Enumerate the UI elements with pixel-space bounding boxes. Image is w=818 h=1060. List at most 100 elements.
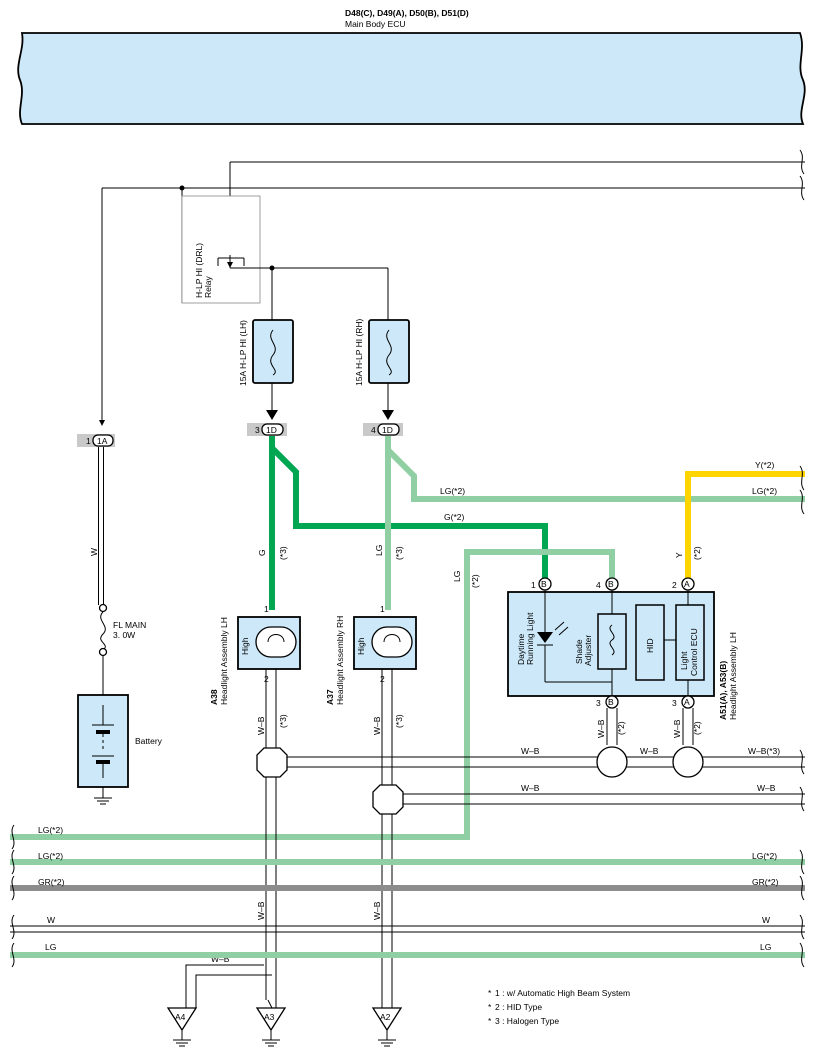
svg-text:Adjuster: Adjuster [583, 635, 593, 666]
svg-text:1D: 1D [382, 425, 393, 435]
connector-1d-rh: 4 1D [363, 423, 403, 436]
svg-text:W: W [762, 915, 770, 925]
g2-wire-label: G(*2) [444, 512, 464, 522]
drl-relay: H-LP HI (DRL) Relay [181, 195, 389, 320]
fuse-lh: 15A H-LP HI (LH) [238, 319, 294, 420]
headlight-rh: 1 High A37 Headlight Assembly RH 2 [325, 604, 417, 705]
connector-1a: 1 1A [77, 434, 115, 447]
svg-text:A: A [684, 579, 690, 589]
y2-right-label: Y(*2) [755, 460, 775, 470]
svg-text:B: B [608, 579, 614, 589]
svg-text:W: W [47, 915, 55, 925]
svg-text:A: A [684, 697, 690, 707]
a38-code: A38 [209, 689, 219, 705]
svg-text:W–B: W–B [521, 746, 540, 756]
svg-text:GR(*2): GR(*2) [752, 877, 779, 887]
svg-text:W–B(*3): W–B(*3) [748, 746, 780, 756]
svg-text:LG: LG [760, 942, 771, 952]
svg-text:LG(*2): LG(*2) [752, 851, 777, 861]
svg-text:(*3): (*3) [278, 546, 288, 560]
svg-text:LG: LG [45, 942, 56, 952]
fl-main-rating: 3. 0W [113, 630, 135, 640]
svg-text:High: High [356, 637, 366, 655]
svg-text:W–B: W–B [372, 901, 382, 920]
svg-text:W–B: W–B [596, 719, 606, 738]
svg-text:3 : Halogen Type: 3 : Halogen Type [495, 1016, 559, 1026]
svg-text:B: B [608, 697, 614, 707]
svg-text:(*3): (*3) [278, 714, 288, 728]
svg-text:1 : w/ Automatic High Beam Sys: 1 : w/ Automatic High Beam System [495, 988, 630, 998]
svg-text:*: * [488, 1002, 492, 1012]
main-body-ecu-box [17, 32, 806, 125]
svg-text:(*2): (*2) [470, 574, 480, 588]
svg-text:Y: Y [674, 552, 684, 558]
svg-text:W–B: W–B [211, 954, 230, 964]
notes: * 1 : w/ Automatic High Beam System * 2 … [488, 988, 630, 1026]
svg-text:A4: A4 [175, 1012, 186, 1022]
svg-text:W–B: W–B [640, 746, 659, 756]
svg-text:3: 3 [255, 425, 260, 435]
ground-a4: A4 [166, 1007, 198, 1047]
svg-text:2 : HID Type: 2 : HID Type [495, 1002, 542, 1012]
svg-text:Daytime: Daytime [516, 634, 526, 665]
headlight-lh: 1 High A38 Headlight Assembly LH 2 [209, 604, 301, 705]
svg-text:W–B: W–B [372, 716, 382, 735]
ecu-connectors-label: D48(C), D49(A), D50(B), D51(D) [345, 8, 469, 18]
svg-text:W–B: W–B [256, 901, 266, 920]
splice-points [256, 746, 704, 815]
y-wire: Y(*2) Y (*2) [674, 460, 805, 578]
fl-main-label: FL MAIN [113, 620, 146, 630]
svg-text:*: * [488, 988, 492, 998]
svg-text:2: 2 [672, 580, 677, 590]
headlight-hid-assembly: 1 B 4 B 2 A Daytime Running Light Shade … [507, 577, 738, 720]
battery-circuit: W FL MAIN 3. 0W Battery [77, 447, 163, 805]
svg-text:GR(*2): GR(*2) [38, 877, 65, 887]
ground-a3: A3 [255, 1007, 287, 1047]
fuse-rh-label: 15A H-LP HI (RH) [354, 318, 364, 386]
svg-text:(*3): (*3) [394, 546, 404, 560]
connector-1d-lh: 3 1D [247, 423, 287, 436]
svg-text:A3: A3 [264, 1012, 275, 1022]
svg-text:*: * [488, 1016, 492, 1026]
g-wire-label: G [257, 549, 267, 556]
svg-text:LG(*2): LG(*2) [38, 825, 63, 835]
svg-text:W–B: W–B [672, 719, 682, 738]
bottom-buses [10, 749, 805, 968]
ground-a2: A2 [371, 1007, 403, 1047]
lg2-right-label: LG(*2) [752, 486, 777, 496]
svg-text:1: 1 [531, 580, 536, 590]
svg-text:W–B: W–B [256, 716, 266, 735]
svg-text:3: 3 [596, 698, 601, 708]
svg-text:1: 1 [264, 604, 269, 614]
battery-label: Battery [135, 736, 163, 746]
ecu-name-label: Main Body ECU [345, 19, 405, 29]
svg-text:(*2): (*2) [692, 546, 702, 560]
svg-text:Control ECU: Control ECU [689, 628, 699, 676]
svg-text:(*2): (*2) [616, 721, 626, 735]
lg2-top-label: LG(*2) [440, 486, 465, 496]
svg-text:Headlight Assembly LH: Headlight Assembly LH [219, 617, 229, 705]
svg-text:W–B: W–B [521, 783, 540, 793]
svg-text:(*2): (*2) [692, 721, 702, 735]
svg-text:HID: HID [645, 638, 655, 653]
svg-text:Running Light: Running Light [525, 612, 535, 665]
fuse-lh-label: 15A H-LP HI (LH) [238, 320, 248, 386]
svg-text:1A: 1A [97, 436, 108, 446]
svg-text:Headlight Assembly LH: Headlight Assembly LH [728, 632, 738, 720]
lg-wire-label: LG [374, 545, 384, 556]
svg-text:High: High [240, 637, 250, 655]
g-wire: G (*3) G(*2) [257, 436, 548, 610]
wire-break-right [799, 465, 805, 515]
lg-wire: LG (*3) LG(*2) LG(*2) LG (*2) [10, 436, 805, 840]
svg-text:Headlight Assembly RH: Headlight Assembly RH [335, 616, 345, 705]
w-wire-label: W [89, 548, 99, 556]
relay-sub-label: Relay [203, 276, 213, 298]
svg-text:Light: Light [679, 651, 689, 670]
relay-name-label: H-LP HI (DRL) [194, 243, 204, 298]
svg-text:4: 4 [371, 425, 376, 435]
svg-text:A2: A2 [380, 1012, 391, 1022]
svg-text:(*3): (*3) [394, 714, 404, 728]
svg-text:W–B: W–B [757, 783, 776, 793]
svg-text:3: 3 [672, 698, 677, 708]
